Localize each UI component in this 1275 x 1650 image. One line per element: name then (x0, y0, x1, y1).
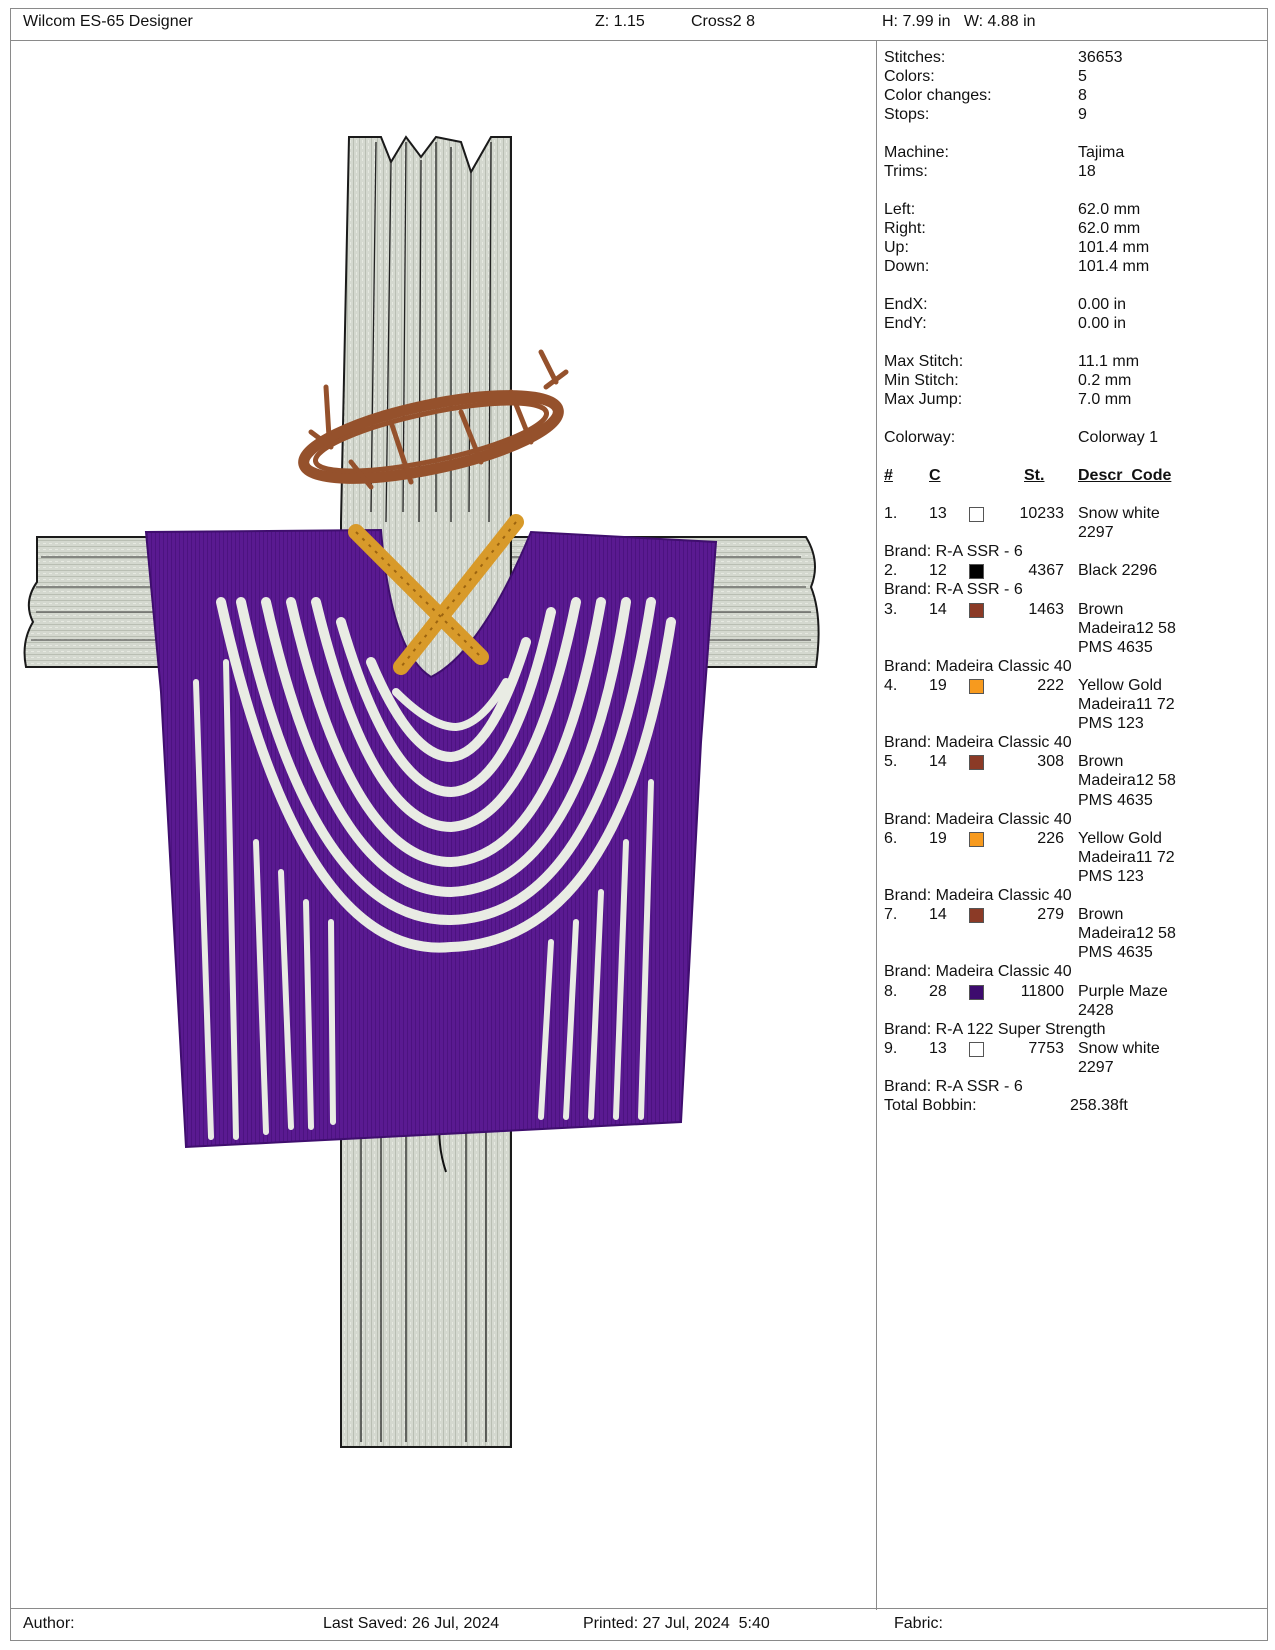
thread-brand: Brand: Madeira Classic 40 (884, 810, 1072, 828)
thread-num: 1. (884, 505, 898, 522)
design-canvas (11, 42, 876, 1609)
thread-description-line: 2297 (1078, 524, 1114, 542)
thread-row: 5. 14 308 Brown (884, 752, 1264, 772)
thread-brand: Brand: R-A SSR - 6 (884, 1078, 1023, 1095)
thread-color-swatch (969, 678, 984, 694)
thread-code: 13 (929, 1039, 947, 1057)
thread-num: 4. (884, 676, 898, 694)
thread-num: 6. (884, 829, 898, 847)
col-header-stitches: St. (1024, 467, 1045, 484)
thread-description: Snow white (1078, 505, 1160, 522)
thread-stitches: 222 (1037, 676, 1064, 694)
crown-of-thorns (298, 349, 569, 490)
cross-embroidery-image (23, 135, 820, 1448)
thread-num: 5. (884, 753, 898, 771)
thread-num: 3. (884, 600, 898, 618)
thread-stitches: 11800 (1020, 982, 1064, 1000)
thread-description: Yellow Gold (1078, 676, 1162, 694)
thread-brand: Brand: R-A 122 Super Strength (884, 1020, 1106, 1038)
thread-description-line: Madeira12 58 (1078, 925, 1176, 943)
thread-color-swatch (969, 1041, 984, 1057)
thread-color-swatch (969, 564, 984, 580)
thread-description-line: PMS 4635 (1078, 944, 1153, 962)
thread-description-line: PMS 4635 (1078, 638, 1153, 656)
fabric-label: Fabric: (894, 1615, 943, 1632)
thread-stitches: 308 (1037, 753, 1064, 771)
thread-brand: Brand: Madeira Classic 40 (884, 657, 1072, 675)
thread-color-swatch (969, 984, 984, 1000)
thread-description: Yellow Gold (1078, 829, 1162, 847)
thread-color-swatch (969, 908, 984, 924)
thread-num: 7. (884, 906, 898, 924)
col-header-descr: Descr Code (1078, 467, 1172, 484)
thread-stitches: 7753 (1028, 1039, 1064, 1057)
thread-code: 14 (929, 753, 947, 771)
thread-color-swatch (969, 755, 984, 771)
thread-description: Brown (1078, 600, 1124, 618)
thread-row: 8. 28 11800 Purple Maze (884, 982, 1264, 1002)
col-header-code: C (929, 467, 941, 484)
printed-date: Printed: 27 Jul, 2024 5:40 (583, 1615, 770, 1632)
design-name: Cross2 8 (691, 13, 756, 30)
thread-description: Black 2296 (1078, 562, 1158, 580)
thread-description-line: PMS 4635 (1078, 791, 1153, 809)
thread-num: 9. (884, 1039, 898, 1057)
thread-description-line: 2428 (1078, 1001, 1114, 1019)
thread-code: 14 (929, 906, 947, 924)
thread-brand: Brand: R-A SSR - 6 (884, 581, 1023, 599)
thread-color-swatch (969, 507, 984, 522)
thread-row: 2. 12 4367 Black 2296 (884, 561, 1264, 581)
thread-description: Purple Maze (1078, 982, 1168, 1000)
thread-row: 1. 13 10233 Snow white (884, 504, 1264, 524)
thread-description-line: Madeira12 58 (1078, 772, 1176, 790)
thread-stitches: 226 (1037, 829, 1064, 847)
thread-description: Brown (1078, 906, 1124, 924)
thread-row: 7. 14 279 Brown (884, 905, 1264, 925)
thread-code: 14 (929, 600, 947, 618)
thread-description-line: Madeira12 58 (1078, 619, 1176, 637)
thread-description: Brown (1078, 753, 1124, 771)
thread-brand: Brand: Madeira Classic 40 (884, 963, 1072, 981)
thread-description-line: Madeira11 72 (1078, 848, 1175, 866)
print-sheet: Wilcom ES-65 Designer Z: 1.15 Cross2 8 H… (10, 8, 1268, 1641)
thread-description-line: PMS 123 (1078, 867, 1144, 885)
footer-bar: Author: Last Saved: 26 Jul, 2024 Printed… (11, 1608, 1267, 1640)
thread-color-swatch (969, 831, 984, 847)
thread-brand: Brand: Madeira Classic 40 (884, 734, 1072, 752)
design-info-panel: Stitches:36653 Colors:5 Color changes:8 … (884, 42, 1264, 1602)
col-header-num: # (884, 467, 893, 484)
app-title: Wilcom ES-65 Designer (23, 13, 193, 30)
thread-code: 19 (929, 829, 947, 847)
thread-code: 12 (929, 562, 947, 580)
thread-description-line: PMS 123 (1078, 715, 1144, 733)
thread-description-line: 2297 (1078, 1058, 1114, 1076)
thread-row: 9. 13 7753 Snow white (884, 1039, 1264, 1059)
thread-stitches: 1463 (1028, 600, 1064, 618)
panel-divider (876, 41, 877, 1610)
thread-row: 4. 19 222 Yellow Gold (884, 676, 1264, 696)
thread-row: 6. 19 226 Yellow Gold (884, 829, 1264, 849)
thread-description: Snow white (1078, 1039, 1160, 1057)
thread-brand: Brand: Madeira Classic 40 (884, 887, 1072, 904)
thread-row: 3. 14 1463 Brown (884, 600, 1264, 620)
last-saved: Last Saved: 26 Jul, 2024 (323, 1615, 500, 1632)
thread-num: 2. (884, 562, 898, 580)
thread-description-line: Madeira11 72 (1078, 696, 1175, 713)
thread-num: 8. (884, 982, 898, 1000)
thread-code: 13 (929, 505, 947, 522)
thread-code: 28 (929, 982, 947, 1000)
thread-stitches: 279 (1037, 906, 1064, 924)
author-label: Author: (23, 1615, 75, 1632)
header-bar: Wilcom ES-65 Designer Z: 1.15 Cross2 8 H… (11, 9, 1267, 41)
white-drape-folds (193, 597, 676, 1140)
design-dimensions: H: 7.99 in W: 4.88 in (882, 13, 1036, 30)
thread-brand: Brand: R-A SSR - 6 (884, 543, 1023, 561)
thread-stitches: 4367 (1028, 562, 1064, 580)
thread-stitches: 10233 (1019, 505, 1065, 522)
thread-color-swatch (969, 602, 984, 618)
zoom-level: Z: 1.15 (595, 13, 645, 30)
thread-code: 19 (929, 676, 947, 694)
